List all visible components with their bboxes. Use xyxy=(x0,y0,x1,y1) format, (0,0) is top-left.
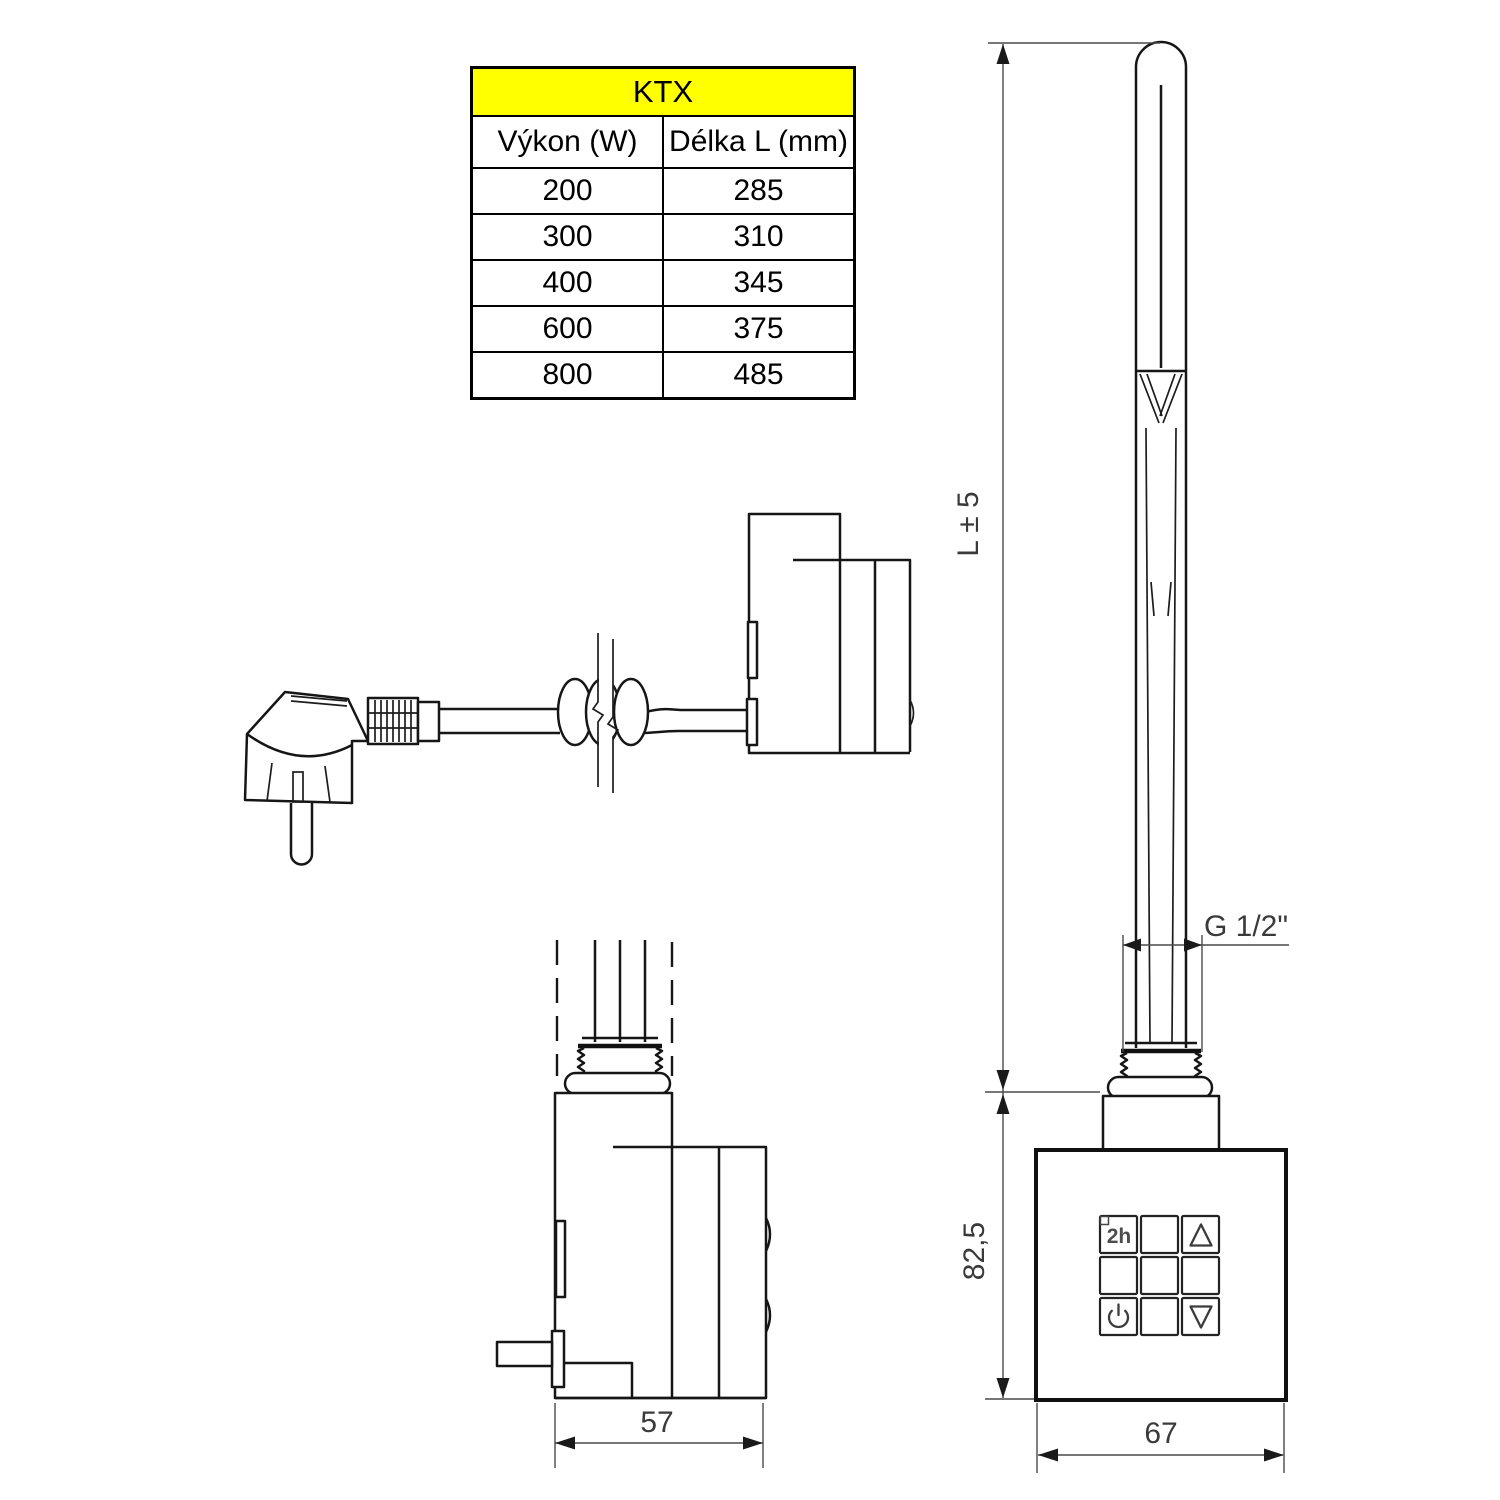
length-cell: 310 xyxy=(662,213,856,261)
up-button xyxy=(1180,1214,1221,1255)
strain-relief-ribs xyxy=(374,700,412,742)
box-main xyxy=(747,512,842,755)
table-title-row: KTX xyxy=(470,66,856,117)
down-arrow-icon xyxy=(1189,1305,1213,1329)
timer-button-label: 2h xyxy=(1107,1225,1132,1248)
cable-right-lower xyxy=(644,729,748,735)
box-right-bump xyxy=(909,699,915,727)
plug-face-curve xyxy=(246,732,353,758)
power-cell: 600 xyxy=(470,305,664,353)
down-button xyxy=(1180,1296,1221,1337)
plug-and-cable-drawing xyxy=(243,512,915,866)
tube-inner-ticks xyxy=(1150,581,1172,617)
break-line-right xyxy=(606,639,620,793)
cable-connector xyxy=(745,697,759,747)
table-row: 800 485 xyxy=(470,351,856,400)
side-left-tab xyxy=(554,1219,567,1299)
plug-top-slot xyxy=(290,695,348,707)
ktx-table: KTX Výkon (W) Délka L (mm) 200 285 300 3… xyxy=(470,66,856,400)
element-tube xyxy=(1134,40,1188,1048)
dimension-L: L ± 5 82,5 xyxy=(952,42,1160,1400)
box-left-tab xyxy=(746,620,759,680)
height-dimension-label: 82,5 xyxy=(958,1222,991,1280)
power-icon xyxy=(1107,1303,1130,1329)
strain-relief-bands xyxy=(368,712,418,729)
column-header-length: Délka L (mm) xyxy=(662,115,856,169)
blank-button xyxy=(1098,1255,1139,1296)
blank-button xyxy=(1139,1255,1180,1296)
control-box-top-view xyxy=(745,512,915,755)
table-row: 300 310 xyxy=(470,213,856,261)
power-cell: 400 xyxy=(470,259,664,307)
plug-pin xyxy=(289,803,314,866)
power-cell: 200 xyxy=(470,167,664,215)
power-cell: 800 xyxy=(470,351,664,400)
dimension-67: 67 xyxy=(1036,1403,1285,1473)
length-cell: 485 xyxy=(662,351,856,400)
table-header-row: Výkon (W) Délka L (mm) xyxy=(470,115,856,169)
box-side-bumps xyxy=(764,1217,772,1333)
control-box-side xyxy=(495,1091,772,1400)
plug-body xyxy=(243,690,370,805)
collar-side xyxy=(563,1071,672,1096)
neck-front xyxy=(1101,1094,1221,1152)
tube-funnel xyxy=(1137,369,1185,424)
blank-button xyxy=(1180,1255,1221,1296)
box-inner-lines xyxy=(793,558,877,752)
table-title: KTX xyxy=(470,66,856,117)
power-cell: 300 xyxy=(470,213,664,261)
table-row: 200 285 xyxy=(470,167,856,215)
power-plug xyxy=(243,690,441,866)
thread-side xyxy=(576,1036,664,1073)
length-cell: 285 xyxy=(662,167,856,215)
box-front-section xyxy=(553,1091,674,1400)
depth-dimension-label: 57 xyxy=(640,1406,673,1439)
heater-side-view: 57 xyxy=(495,940,772,1468)
keypad: 2h xyxy=(1098,1214,1221,1337)
timer-corner-mark xyxy=(1099,1215,1110,1226)
blank-button xyxy=(1139,1296,1180,1337)
break-line-left xyxy=(591,633,605,787)
plug-inner-pin xyxy=(292,771,304,803)
width-dimension-label: 67 xyxy=(1144,1417,1177,1450)
thread-dimension-label: G 1/2" xyxy=(1204,910,1288,943)
length-cell: 375 xyxy=(662,305,856,353)
box-right-section xyxy=(840,558,912,755)
table-row: 600 375 xyxy=(470,305,856,353)
up-arrow-icon xyxy=(1189,1223,1213,1247)
strain-relief-cap xyxy=(416,700,441,743)
cable-right-upper xyxy=(644,707,748,714)
heater-front-view: 2h xyxy=(1034,40,1288,1402)
power-button xyxy=(1098,1296,1139,1337)
element-shaft-lines xyxy=(593,940,647,1042)
length-cell: 345 xyxy=(662,259,856,307)
column-header-power: Výkon (W) xyxy=(470,115,664,169)
break-gap xyxy=(599,648,613,788)
dimension-57: 57 xyxy=(554,1403,764,1468)
tube-inner-lines xyxy=(1145,427,1177,1045)
plug-face-lines xyxy=(266,762,331,803)
side-connector-bar xyxy=(550,1329,566,1389)
length-dimension-label: L ± 5 xyxy=(952,491,985,556)
table-row: 400 345 xyxy=(470,259,856,307)
blank-button xyxy=(1139,1214,1180,1255)
side-cable-plug xyxy=(495,1340,554,1368)
dimension-G12: G 1/2" xyxy=(1122,910,1289,1052)
thread-front xyxy=(1119,1041,1203,1078)
side-bottom-step xyxy=(565,1361,634,1398)
